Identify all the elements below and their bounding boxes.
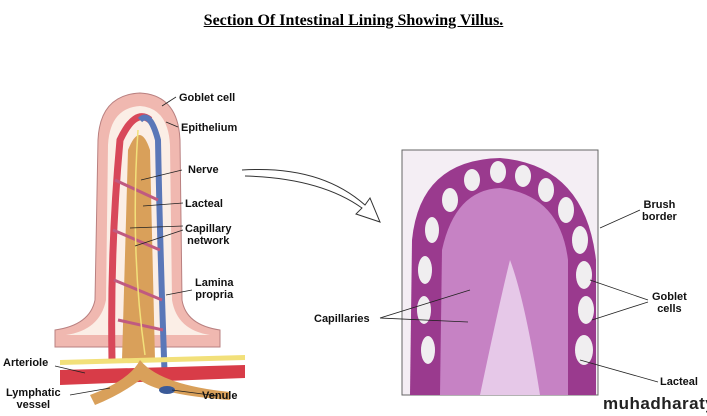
slide-title: Section Of Intestinal Lining Showing Vil… xyxy=(203,12,504,29)
label-line: border xyxy=(642,211,677,223)
label-line: Brush xyxy=(643,199,676,211)
label-line: vessel xyxy=(16,399,51,411)
label-capillary-network: Capillary network xyxy=(185,223,231,247)
label-capillaries: Capillaries xyxy=(314,313,370,325)
label-arteriole: Arteriole xyxy=(3,357,49,369)
label-line: network xyxy=(187,235,230,247)
label-line: propria xyxy=(195,289,234,301)
label-line: Lamina xyxy=(195,277,234,289)
micrograph-leader-lines xyxy=(379,209,659,383)
label-epithelium: Epithelium xyxy=(181,122,238,134)
label-goblet-cells: Goblet cells xyxy=(652,291,687,315)
label-venule: Venule xyxy=(202,390,238,402)
label-line: cells xyxy=(657,303,682,315)
label-lacteal: Lacteal xyxy=(185,198,223,210)
label-lymphatic-vessel: Lymphatic vessel xyxy=(6,387,61,411)
watermark: muhadharaty.com xyxy=(603,394,707,413)
label-nerve: Nerve xyxy=(188,164,219,176)
label-lacteal-micrograph: Lacteal xyxy=(660,376,698,388)
label-goblet-cell: Goblet cell xyxy=(179,92,236,104)
label-line: Capillary xyxy=(185,223,232,235)
micrograph xyxy=(401,149,599,396)
label-brush-border: Brush border xyxy=(642,199,677,223)
villus-diagram xyxy=(54,92,245,405)
label-line: Lymphatic xyxy=(6,387,61,399)
arrow-icon xyxy=(241,168,381,223)
label-lamina-propria: Lamina propria xyxy=(195,277,234,301)
label-line: Goblet xyxy=(652,291,687,303)
diagram-leader-lines xyxy=(54,96,219,397)
